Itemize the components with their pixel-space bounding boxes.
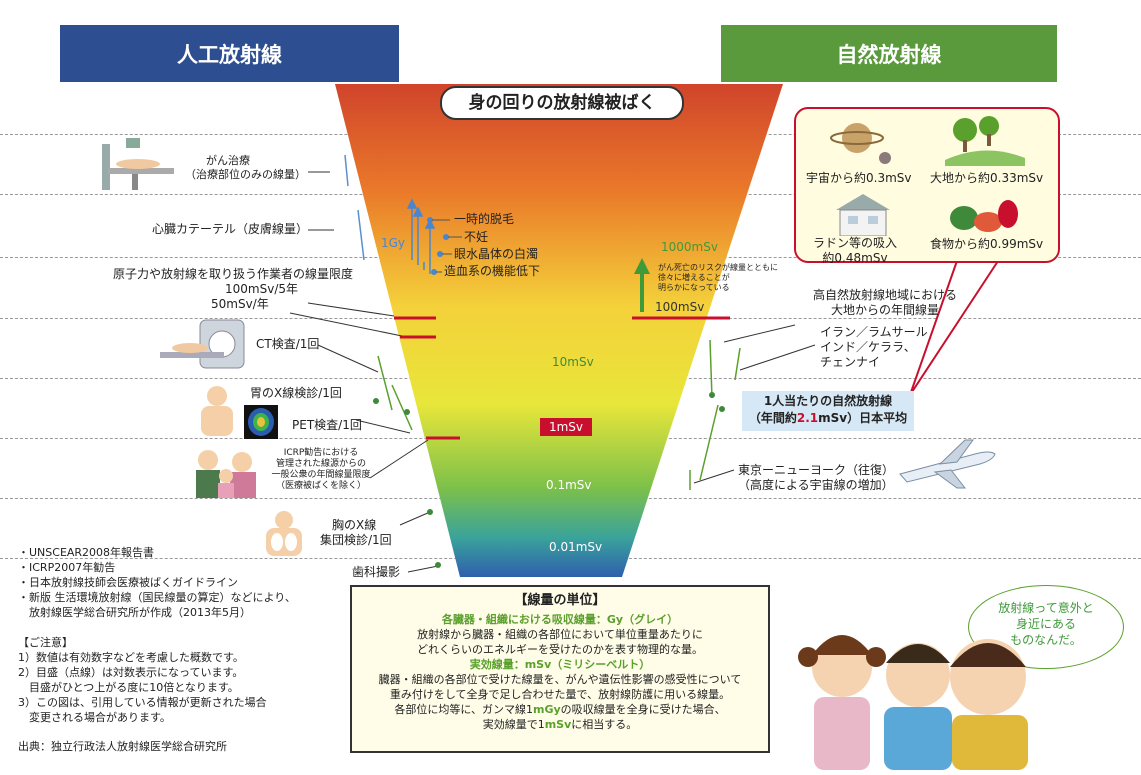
radon-dose: ラドン等の吸入約0.48mSv (812, 236, 897, 265)
landscape-icon (945, 116, 1025, 166)
dental-label: 歯科撮影 (352, 565, 401, 579)
scale-1msv: 1mSv (540, 418, 592, 436)
notes: 【ご注意】 1）数値は有効数字などを考慮した概数です。2）目盛（点線）は対数表示… (18, 636, 267, 724)
effect-infertility: 不妊 (464, 230, 489, 244)
scale-001msv: 0.01mSv (549, 540, 603, 554)
cancer-therapy-label: がん治療（治療部位のみの線量） (185, 154, 306, 181)
credit: 出典：独立行政法人放射線医学総合研究所 (18, 740, 227, 753)
children-illustration (798, 635, 1028, 770)
natural-radiation-header: 自然放射線 (721, 25, 1057, 82)
ct-exam-label: CT検査/1回 (256, 337, 320, 351)
therapy-machine-illustration (102, 138, 174, 190)
patient-illustration (201, 386, 233, 436)
ct-scanner-illustration (160, 319, 245, 369)
scale-10msv: 10mSv (552, 355, 594, 369)
family-illustration (196, 450, 256, 498)
house-icon (836, 194, 890, 236)
scale-1000msv: 1000mSv (661, 240, 718, 254)
stomach-xray-label: 胃のX線検診/1回 (250, 386, 342, 400)
ground-dose: 大地から約0.33mSv (930, 171, 1044, 185)
airplane-illustration (899, 439, 996, 489)
worker-limit-label: 原子力や放射線を取り扱う作業者の線量限度 100mSv/5年 50mSv/年 (113, 267, 354, 311)
cardiac-catheter-label: 心臓カテーテル（皮膚線量） (151, 222, 308, 236)
flight-label: 東京ーニューヨーク（往復）（高度による宇宙線の増加） (738, 463, 895, 492)
funnel-title: 身の回りの放射線被ばく (440, 86, 684, 120)
food-dose: 食物から約0.99mSv (930, 237, 1044, 251)
chest-xray-illustration (266, 511, 302, 556)
effect-hair-loss: 一時的脱毛 (454, 212, 515, 226)
pet-scan-image (244, 405, 278, 439)
risk-note: がん死亡のリスクが線量とともに徐々に増えることが明らかになっている (658, 263, 778, 292)
sources-list: ・UNSCEAR2008年報告書・ICRP2007年勧告・日本放射線技師会医療被… (18, 546, 296, 619)
high-natural-area-label: 高自然放射線地域における大地からの年間線量 (812, 288, 957, 317)
scale-01msv: 0.1mSv (546, 478, 592, 492)
effect-cataract: 眼水晶体の白濁 (454, 247, 539, 261)
high-natural-places: イラン／ラムサールインド／ケララ、チェンナイ (820, 325, 928, 369)
space-dose: 宇宙から約0.3mSv (806, 171, 912, 185)
chest-xray-label: 胸のX線集団検診/1回 (320, 518, 392, 547)
gy-label: 1Gy (381, 236, 406, 250)
units-box: 【線量の単位】 各臓器・組織における吸収線量：Gy（グレイ） 放射線から臓器・組… (350, 585, 770, 753)
planet-icon (830, 123, 891, 164)
food-icon (950, 200, 1018, 232)
scale-100msv: 100mSv (655, 300, 705, 314)
artificial-radiation-header: 人工放射線 (60, 25, 399, 82)
effect-hematopoietic: 造血系の機能低下 (444, 264, 541, 278)
pet-exam-label: PET検査/1回 (292, 418, 362, 432)
japan-average-box: 1人当たりの自然放射線 （年間約2.1mSv）日本平均 (742, 391, 914, 431)
icrp-public-limit-label: ICRP勧告における管理された線源からの 一般公衆の年間線量限度（医療被ばくを除… (271, 448, 371, 491)
